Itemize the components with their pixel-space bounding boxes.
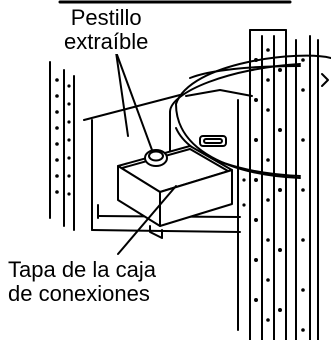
cabinet-interior xyxy=(83,94,241,331)
junction-box xyxy=(117,145,233,239)
drum-assembly xyxy=(169,54,331,179)
left-perforated-rail xyxy=(49,61,75,231)
latch-leader-line-right xyxy=(115,51,153,151)
junction-box-cover-label: Tapa de la caja de conexiones xyxy=(8,258,156,306)
removable-latch-label-line2: extraíble xyxy=(64,29,149,54)
cover-leader-line xyxy=(117,185,177,255)
removable-latch-label: Pestillo extraíble xyxy=(64,5,149,54)
right-perforated-rails xyxy=(242,29,329,340)
removable-latch-label-line1: Pestillo xyxy=(70,5,142,30)
removable-latch xyxy=(144,149,168,167)
latch-leader-line-left xyxy=(115,51,129,137)
leader-lines xyxy=(115,51,177,255)
junction-box-cover-label-line1: Tapa de la caja xyxy=(8,257,156,282)
junction-box-cover-label-line2: de conexiones xyxy=(8,281,150,306)
